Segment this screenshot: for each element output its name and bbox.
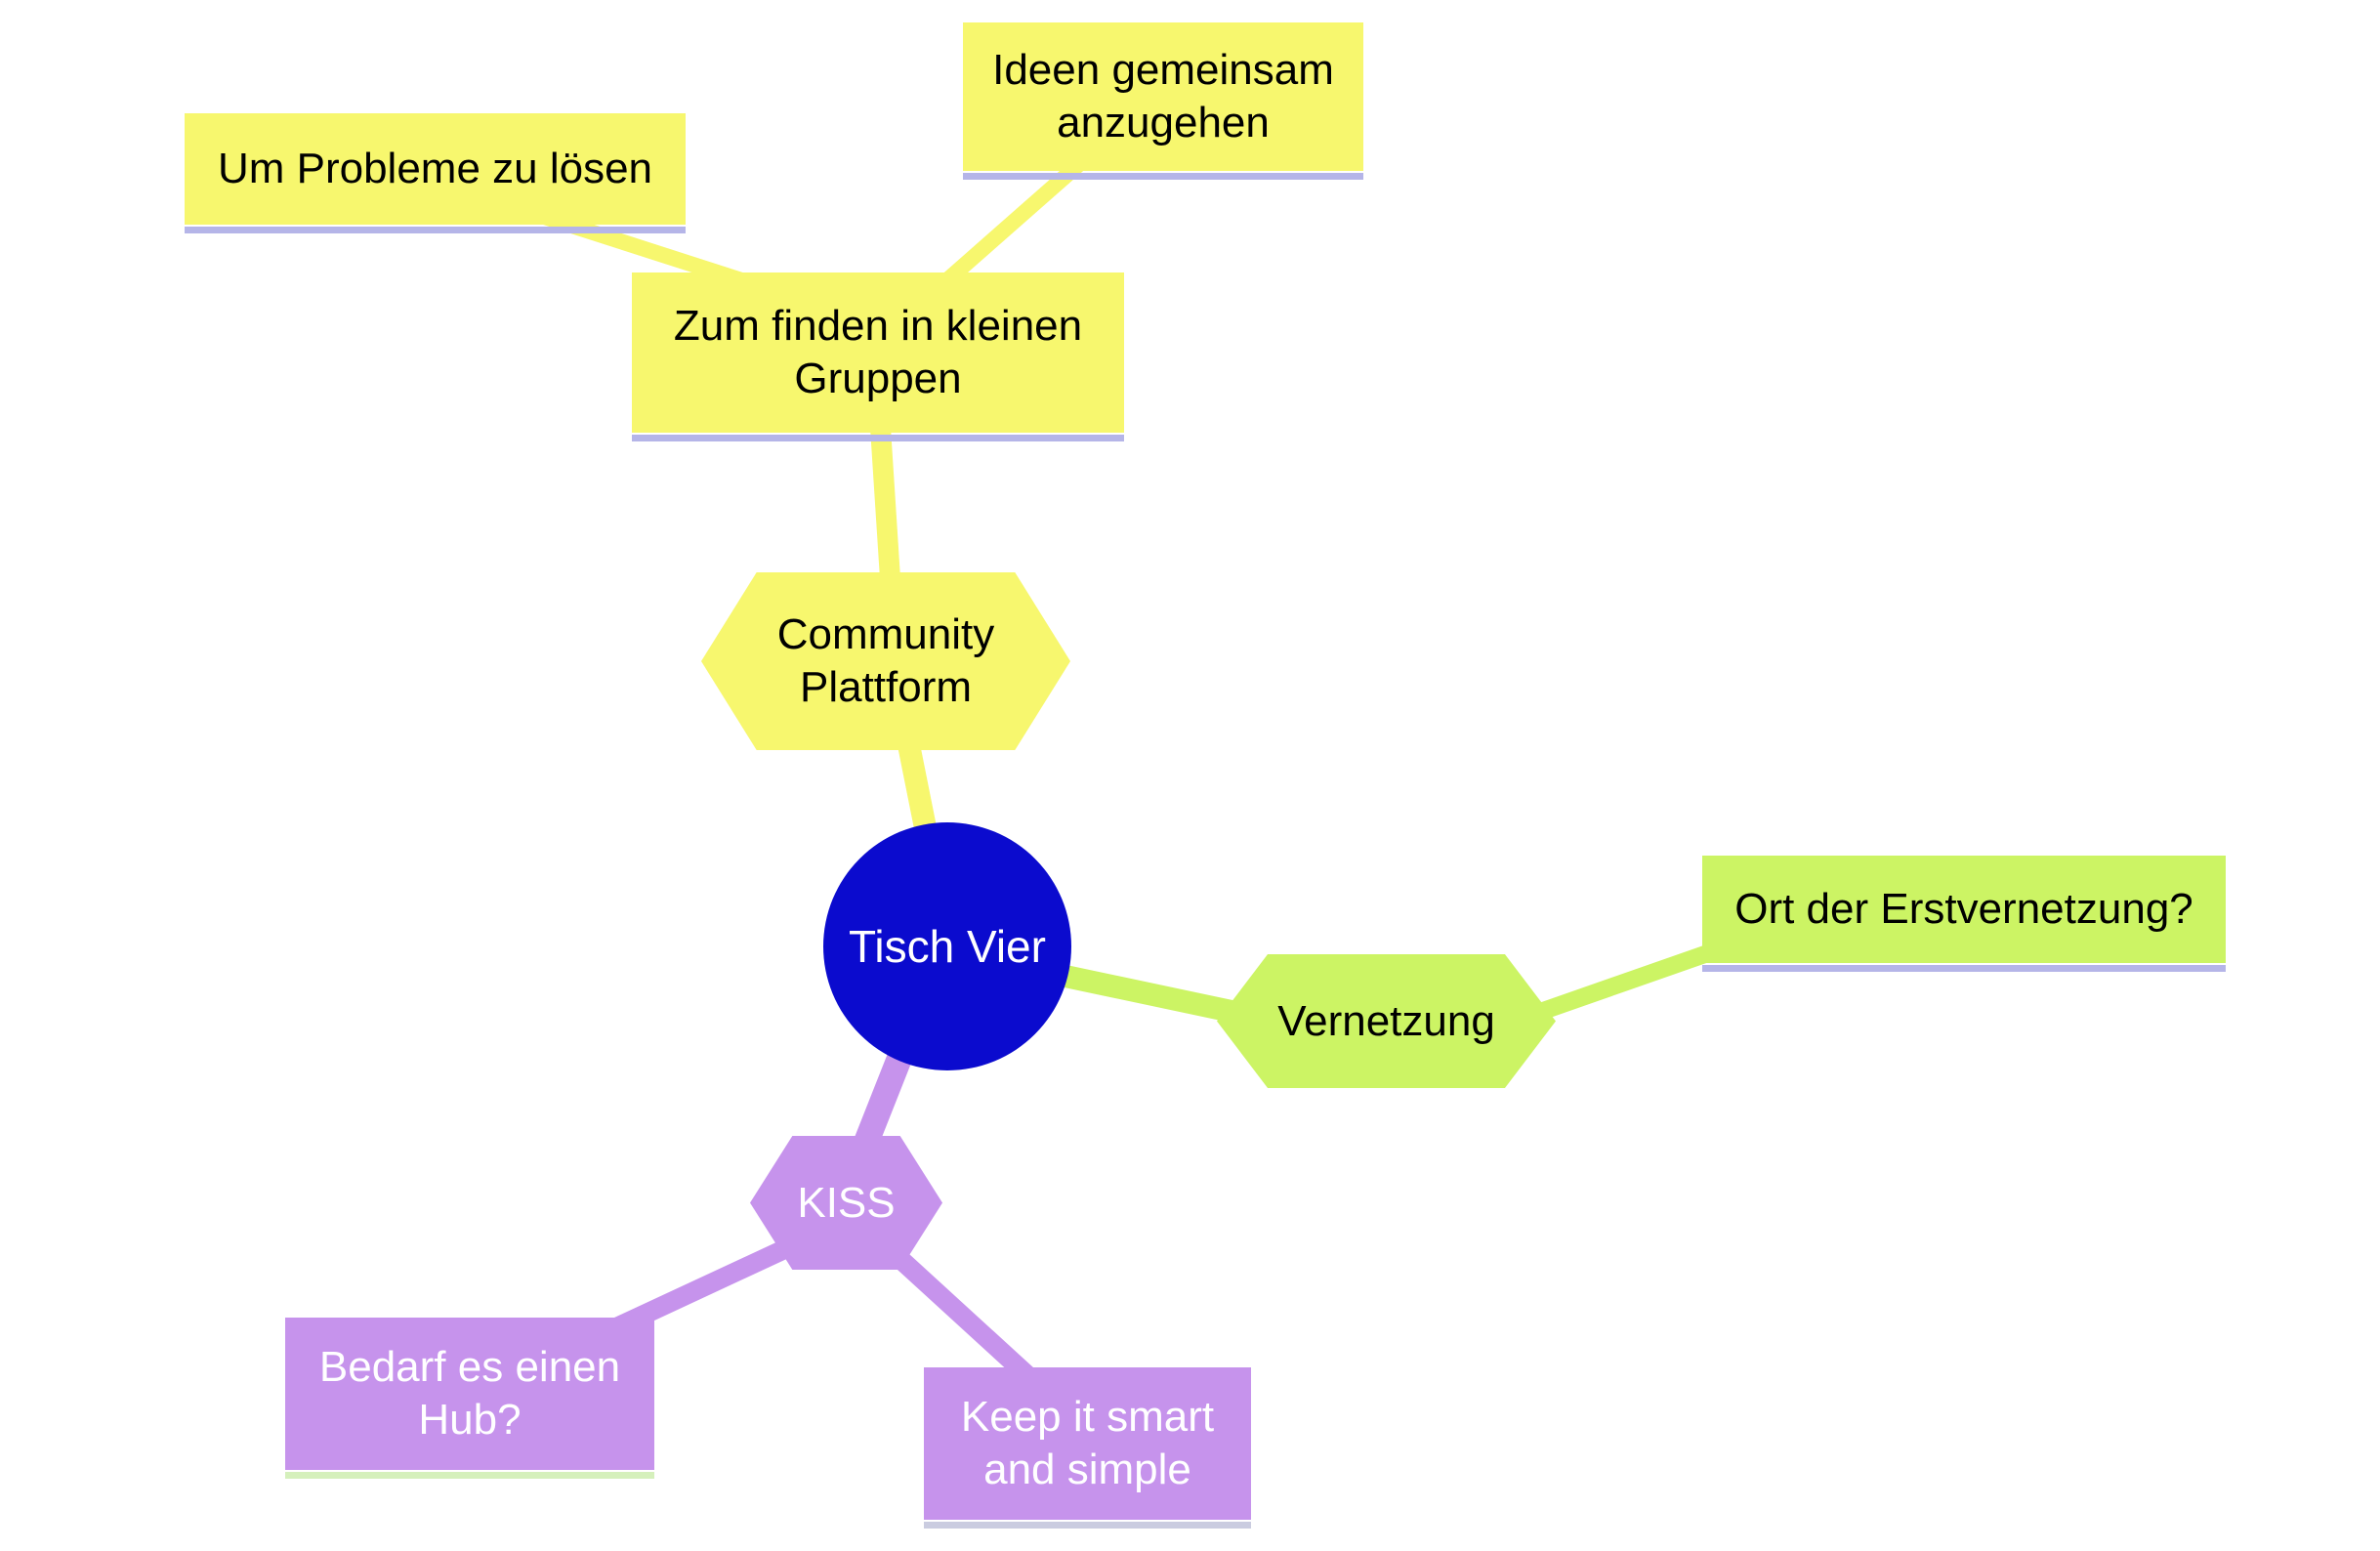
mindmap-node-ideen-gemeinsam-anzugehen[interactable]: Ideen gemeinsam anzugehen [963,22,1363,180]
edge-zum-ideen [927,157,1085,300]
node-label: Vernetzung [1277,996,1495,1045]
node-label: Zum finden in kleinen Gruppen [673,302,1083,402]
mindmap-node-keep-it-smart-and-simple[interactable]: Keep it smart and simple [924,1367,1251,1529]
node-label: Ideen gemeinsam anzugehen [992,46,1334,147]
mindmap-node-zum-finden-in-kleinen-gruppen[interactable]: Zum finden in kleinen Gruppen [632,272,1124,441]
node-label: Bedarf es einen Hub? [318,1343,621,1444]
edge-zum-community [869,419,901,587]
mindmap-node-vernetzung[interactable]: Vernetzung [1217,954,1556,1088]
mindmap-node-bedarf-es-einen-hub[interactable]: Bedarf es einen Hub? [285,1318,654,1479]
mindmap-node-community-plattform[interactable]: Community Plattform [701,572,1070,750]
root-node-label: Tisch Vier [849,920,1046,972]
node-label: Keep it smart and simple [960,1393,1215,1493]
mindmap-node-ort-der-erstvernetzung[interactable]: Ort der Erstvernetzung? [1702,856,2226,972]
mindmap-node-kiss[interactable]: KISS [750,1136,942,1270]
node-label: Community Plattform [776,610,995,711]
node-label: KISS [797,1178,896,1227]
node-label: Um Probleme zu lösen [217,145,653,193]
mindmap-node-um-probleme-zu-loesen[interactable]: Um Probleme zu lösen [185,113,686,233]
node-label: Ort der Erstvernetzung? [1734,885,2193,934]
mindmap-root-node-tisch-vier[interactable]: Tisch Vier [823,822,1071,1070]
